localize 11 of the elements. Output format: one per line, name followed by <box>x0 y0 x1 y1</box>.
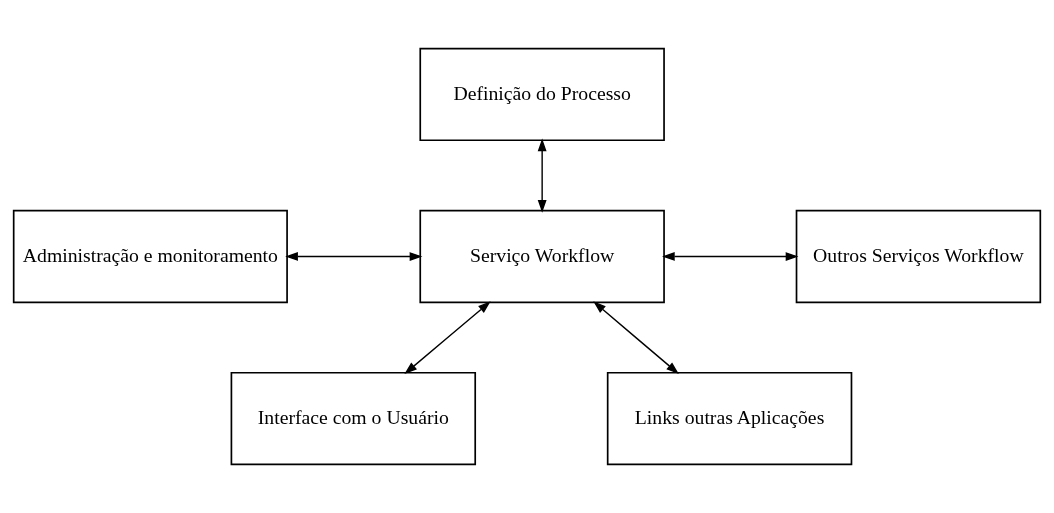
arrow <box>537 138 547 213</box>
node-box: Definição do Processo <box>419 47 665 142</box>
arrow <box>404 301 491 375</box>
node-box: Outros Serviços Workflow <box>795 209 1042 304</box>
arrow <box>593 301 679 375</box>
arrow <box>285 252 423 261</box>
node-box: Administração e monitoramento <box>12 209 288 304</box>
node-box: Interface com o Usuário <box>230 371 477 466</box>
node-box: Serviço Workflow <box>419 209 665 304</box>
node-box: Links outras Aplicações <box>606 371 853 466</box>
arrow <box>662 252 799 261</box>
